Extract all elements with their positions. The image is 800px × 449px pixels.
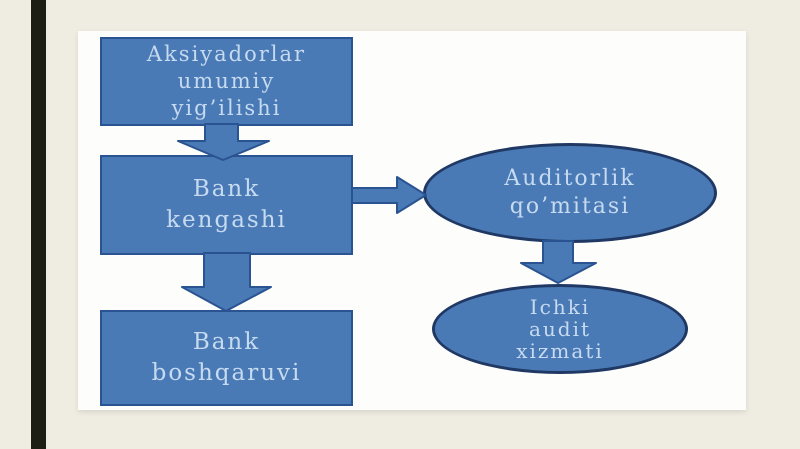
node-line: Bank [192, 176, 261, 202]
left-accent-bar [31, 0, 46, 449]
node-shareholders-meeting: Aksiyadorlar umumiy yig’ilishi [100, 37, 353, 126]
node-internal-audit: Ichki audit xizmati [432, 284, 688, 374]
node-line: Bank [192, 329, 261, 355]
node-bank-board: Bank boshqaruvi [100, 310, 353, 406]
node-line: umumiy [177, 69, 276, 93]
node-bank-council: Bank kengashi [100, 155, 353, 255]
node-line: Aksiyadorlar [146, 42, 307, 66]
node-line: Ichki [529, 295, 591, 319]
node-line: boshqaruvi [151, 360, 302, 386]
node-line: yig’ilishi [171, 96, 282, 120]
node-line: audit [528, 317, 592, 341]
node-line: qo’mitasi [509, 194, 631, 219]
node-line: xizmati [516, 339, 604, 363]
node-line: kengashi [166, 207, 287, 233]
node-line: Auditorlik [504, 166, 636, 191]
node-audit-committee: Auditorlik qo’mitasi [423, 143, 717, 243]
